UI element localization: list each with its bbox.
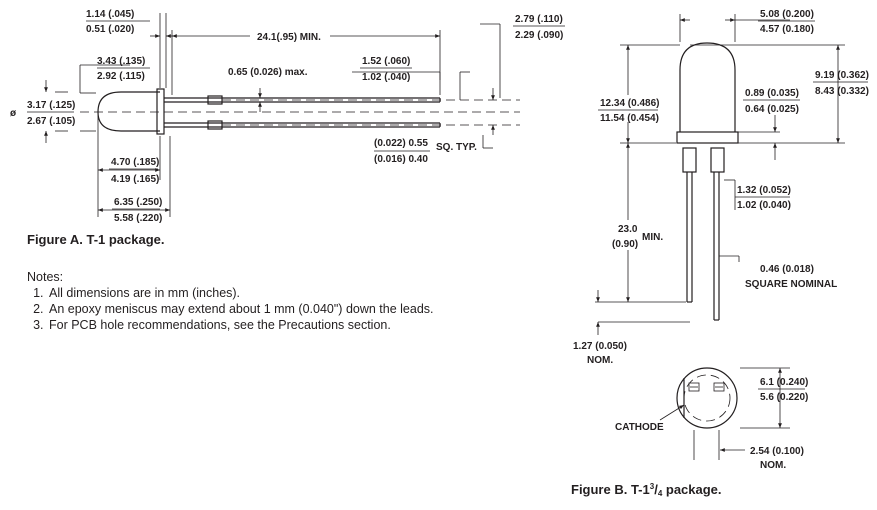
dim-b-leadlen-b: (0.90) xyxy=(612,239,638,250)
dim-a7-bot: 2.29 (.090) xyxy=(515,30,563,41)
svg-text:Figure B. T-13/4 package.: Figure B. T-13/4 package. xyxy=(571,482,722,498)
note-item: All dimensions are in mm (inches). xyxy=(47,285,434,301)
dim-b-pitch-b: NOM. xyxy=(587,355,613,366)
dim-b-bd-bot: 5.6 (0.220) xyxy=(760,392,808,403)
dim-b-square-a: 0.46 (0.018) xyxy=(760,264,814,275)
dim-b-leadlen-a: 23.0 xyxy=(618,224,638,235)
diameter-symbol: ø xyxy=(10,108,17,119)
dim-a8-bot: (0.016) 0.40 xyxy=(374,154,428,165)
dim-b-flange-bot: 0.64 (0.025) xyxy=(745,104,799,115)
dim-b-body-bot: 11.54 (0.454) xyxy=(600,113,659,124)
cathode-label: CATHODE xyxy=(615,422,664,433)
dim-a8-top: (0.022) 0.55 xyxy=(374,138,428,149)
notes-title: Notes: xyxy=(27,270,64,284)
dim-a2-top: 3.43 (.135) xyxy=(97,56,145,67)
dim-a3-top: 3.17 (.125) xyxy=(27,100,75,111)
dim-b-spacing-b: NOM. xyxy=(760,460,786,471)
dim-b-body-top: 12.34 (0.486) xyxy=(600,98,660,109)
dim-a7-top: 2.79 (.110) xyxy=(515,14,563,25)
t1-body xyxy=(97,91,160,132)
dim-a6-bot: 1.02 (.040) xyxy=(362,72,410,83)
dim-a6-top: 1.52 (.060) xyxy=(362,56,410,67)
dim-a10-bot: 5.58 (.220) xyxy=(114,213,162,224)
dim-a3-bot: 2.67 (.105) xyxy=(27,116,75,127)
dim-a9-bot: 4.19 (.165) xyxy=(111,174,159,185)
dim-b-leadlen-min: MIN. xyxy=(642,232,663,243)
t1-leads xyxy=(164,95,441,130)
dim-b-leadw-top: 1.32 (0.052) xyxy=(737,185,791,196)
note-item: For PCB hole recommendations, see the Pr… xyxy=(47,317,434,333)
dim-b-flange-top: 0.89 (0.035) xyxy=(745,88,799,99)
figure-b-drawing xyxy=(595,14,845,460)
dim-b-width-top: 5.08 (0.200) xyxy=(760,9,814,20)
dim-b-width-bot: 4.57 (0.180) xyxy=(760,24,814,35)
dim-a1-bot: 0.51 (.020) xyxy=(86,24,134,35)
dim-b-pitch-a: 1.27 (0.050) xyxy=(573,341,627,352)
dim-b-spacing-a: 2.54 (0.100) xyxy=(750,446,804,457)
dim-a10-top: 6.35 (.250) xyxy=(114,197,162,208)
figure-a-drawing xyxy=(44,13,520,217)
dim-a1-top: 1.14 (.045) xyxy=(86,9,134,20)
dim-b-leadw-bot: 1.02 (0.040) xyxy=(737,200,791,211)
dim-b-height-bot: 8.43 (0.332) xyxy=(815,86,869,97)
notes-section: Notes: All dimensions are in mm (inches)… xyxy=(27,269,434,333)
dim-b-square-b: SQUARE NOMINAL xyxy=(745,279,837,290)
figure-b-caption: Figure B. T-13/4 package. xyxy=(571,482,722,498)
dim-a9-top: 4.70 (.185) xyxy=(111,157,159,168)
dim-b-bd-top: 6.1 (0.240) xyxy=(760,377,808,388)
dim-b-height-top: 9.19 (0.362) xyxy=(815,70,869,81)
dim-a5-meniscus: 0.65 (0.026) max. xyxy=(228,67,308,78)
t134-bottom-view xyxy=(676,367,738,429)
notes-list: All dimensions are in mm (inches). An ep… xyxy=(27,285,434,333)
t134-flange xyxy=(676,131,739,144)
dim-a8-note: SQ. TYP. xyxy=(436,142,477,153)
t1-flange xyxy=(156,88,165,135)
dim-a2-bot: 2.92 (.115) xyxy=(97,71,145,82)
t134-leads xyxy=(686,172,720,321)
dim-a4-lead-length: 24.1(.95) MIN. xyxy=(257,32,321,43)
note-item: An epoxy meniscus may extend about 1 mm … xyxy=(47,301,434,317)
figure-a-caption: Figure A. T-1 package. xyxy=(27,232,165,247)
t134-body xyxy=(679,42,736,132)
